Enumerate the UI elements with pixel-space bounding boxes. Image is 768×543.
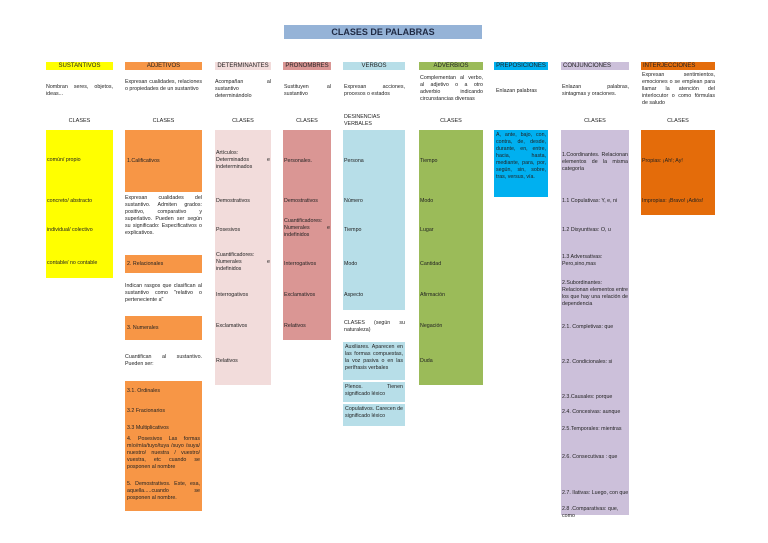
list-item: Demostrativos: [284, 198, 318, 204]
desc-sustantivos: Nombran seres, objetos, ideas...: [46, 84, 113, 98]
list-item: Número: [344, 198, 363, 204]
list-item: 2.Subordinantes: Relacionan elementos en…: [562, 280, 628, 307]
list-item: Impropias: ¡Bravo! ¡Adiós!: [642, 198, 704, 204]
list-item: Tiempo: [344, 227, 362, 233]
list-item: 2.1. Completivas: que: [562, 324, 614, 330]
desc-adverbios: Complementan al verbo, al adjetivo o a o…: [420, 75, 483, 103]
adjetivos-relacionales: 2. Relacionales: [125, 255, 202, 273]
desc-adjetivos: Expresan cualidades, relaciones o propie…: [125, 79, 202, 93]
block-verbos: Persona Número Tiempo Modo Aspecto: [343, 130, 405, 310]
adjetivos-numerales-desc: Cuantifican al sustantivo. Pueden ser:: [125, 354, 202, 368]
clases-conjunciones: CLASES: [584, 118, 606, 124]
list-item: Persona: [344, 158, 364, 164]
adjetivos-numerales: 3. Numerales: [125, 316, 202, 340]
clases-interjecciones: CLASES: [667, 118, 689, 124]
list-item: Exclamativos: [216, 323, 248, 329]
list-item: individual/ colectivo: [47, 227, 93, 233]
header-verbos: VERBOS: [343, 62, 405, 70]
desc-determinantes: Acompañan al sustantivo determinándolo: [215, 79, 271, 100]
list-item: Aspecto: [344, 292, 364, 298]
list-item: Interrogativos: [284, 261, 317, 267]
block-adverbios: Tiempo Modo Lugar Cantidad Afirmación Ne…: [419, 130, 483, 385]
header-adjetivos: ADJETIVOS: [125, 62, 202, 70]
verbos-copulativos: Copulativos. Carecen de significado léxi…: [343, 404, 405, 426]
list-item: concreto/ abstracto: [47, 198, 93, 204]
list-item: 1.3 Adversativas: Pero,sino,mas: [562, 254, 603, 267]
list-item: Modo: [344, 261, 358, 267]
list-item: común/ propio: [47, 157, 81, 163]
block-interjecciones: Propias: ¡Ah!; Ay! Impropias: ¡Bravo! ¡A…: [641, 130, 715, 215]
list-item: 5. Demostrativos. Este, esa, aquella....…: [127, 481, 200, 501]
desc-conjunciones: Enlazan palabras, sintagmas y oraciones.: [562, 84, 629, 98]
desc-pronombres: Sustituyen al sustantivo: [284, 84, 331, 98]
list-item: 1.1 Copulativas: Y, e, ni: [562, 198, 618, 204]
list-item: contable/ no contable: [47, 260, 98, 266]
desc-verbos: Expresan acciones, procesos o estados: [344, 84, 405, 98]
list-item: Lugar: [420, 227, 434, 233]
list-item: Exclamativos: [284, 292, 316, 298]
list-item: 3.1. Ordinales: [127, 388, 160, 394]
header-sustantivos: SUSTANTIVOS: [46, 62, 113, 70]
block-determinantes: Artículos: Determinados e indeterminados…: [215, 130, 271, 385]
clases-adjetivos: CLASES: [152, 118, 175, 124]
verbos-plenos: Plenos. Tienen significado léxico: [343, 382, 405, 402]
list-item: 2.2. Condicionales: si: [562, 359, 613, 365]
list-item: Artículos: Determinados e indeterminados: [216, 150, 270, 170]
list-item: 4. Posesivos Las formas mío/mía/tuyo/tuy…: [127, 436, 200, 470]
adjetivos-calificativos: 1.Calificativos: [125, 130, 202, 192]
adjetivos-relacionales-desc: Indican rasgos que clasifican al sustant…: [125, 283, 202, 304]
list-item: 3.2 Fracionarios: [127, 408, 165, 414]
list-item: Cuantificadores: Numerales e indefinidos: [216, 252, 270, 272]
page-title: CLASES DE PALABRAS: [284, 25, 482, 39]
list-item: Tiempo: [420, 158, 438, 164]
list-item: 2.7. Ilativas: Luego, con que: [562, 490, 629, 496]
list-item: Modo: [420, 198, 434, 204]
clases-adverbios: CLASES: [440, 118, 462, 124]
clases-determinantes: CLASES: [232, 118, 254, 124]
list-item: Relativos: [284, 323, 306, 329]
desc-preposiciones: Enlazan palabras: [496, 88, 537, 94]
verbos-auxiliares: Auxiliares. Aparecen en las formas compu…: [343, 342, 405, 380]
clases-sustantivos: CLASES: [68, 118, 91, 124]
list-item: 2.3.Causales: porque: [562, 394, 613, 400]
list-item: Relativos: [216, 358, 238, 364]
list-item: Cantidad: [420, 261, 442, 267]
adjetivos-sub-block: 3.1. Ordinales 3.2 Fracionarios 3.3 Mult…: [125, 381, 202, 511]
list-item: Negación: [420, 323, 443, 329]
list-item: Demostrativos: [216, 198, 250, 204]
list-item: 1.2 Disyuntivas: O, u: [562, 227, 611, 233]
list-item: 3.3 Multiplicativos: [127, 425, 169, 431]
list-item: 1.Coordinantes. Relacionan elementos de …: [562, 152, 628, 172]
block-sustantivos: común/ propio concreto/ abstracto indivi…: [46, 130, 113, 278]
header-pronombres: PRONOMBRES: [283, 62, 331, 70]
adjetivos-calificativos-desc: Expresan cualidades del sustantivo. Admi…: [125, 195, 202, 237]
list-item: Afirmación: [420, 292, 446, 298]
header-adverbios: ADVERBIOS: [419, 62, 483, 70]
list-item: 2.4. Concesivas: aunque: [562, 409, 621, 415]
list-item: Personales.: [284, 158, 312, 164]
list-item: 2.6. Consecutivas : que: [562, 454, 618, 460]
header-preposiciones: PREPOSICIONES: [494, 62, 548, 70]
list-item: 2.8 .Comparativas: que, como: [562, 506, 619, 519]
list-item: Cuantificadores: Numerales e indefinidos: [284, 218, 330, 238]
list-item: 2.5.Temporales: mientras: [562, 426, 622, 432]
desc-interjecciones: Expresan sentimientos, emociones o se em…: [642, 72, 715, 107]
clases2-verbos: CLASES (según su naturaleza): [344, 320, 405, 334]
block-conjunciones: 1.Coordinantes. Relacionan elementos de …: [561, 130, 629, 519]
list-item: Duda: [420, 358, 433, 364]
clases-pronombres: CLASES: [296, 118, 318, 124]
header-interjecciones: INTERJECCIONES: [641, 62, 715, 70]
block-pronombres: Personales. Demostrativos Cuantificadore…: [283, 130, 331, 340]
list-item: Posesivos: [216, 227, 241, 233]
header-conjunciones: CONJUNCIONES: [561, 62, 629, 70]
list-item: Interrogativos: [216, 292, 249, 298]
clases-verbos: DESINENCIAS VERBALES: [344, 114, 380, 127]
list-item: Propias: ¡Ah!; Ay!: [642, 158, 683, 164]
preposiciones-list: A, ante, bajo, con, contra, de, desde, d…: [494, 130, 548, 197]
header-determinantes: DETERMINANTES: [215, 62, 271, 70]
